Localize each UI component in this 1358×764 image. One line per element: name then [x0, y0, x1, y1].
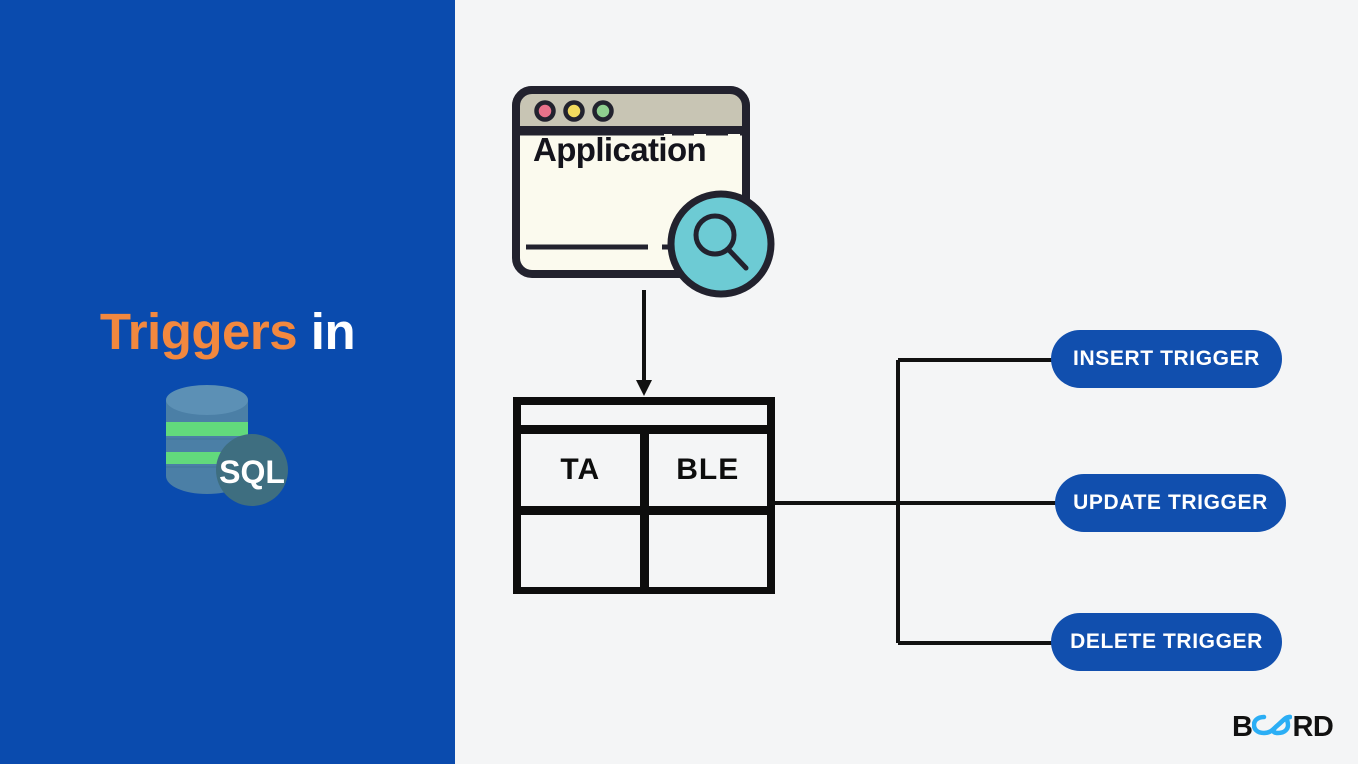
insert-trigger-pill[interactable]: INSERT TRIGGER: [1051, 330, 1282, 388]
database-table: TA BLE: [513, 397, 775, 594]
left-title-panel: Triggers in SQL: [0, 0, 455, 764]
page-title: Triggers in: [0, 300, 455, 364]
down-arrow: [624, 288, 664, 400]
board-logo-text-before: B: [1232, 710, 1253, 743]
application-window-title: Application: [533, 131, 707, 168]
table-cell-ta: TA: [521, 434, 640, 506]
delete-trigger-pill[interactable]: DELETE TRIGGER: [1051, 613, 1282, 671]
sql-database-icon: SQL: [158, 378, 293, 508]
page-title-plain: in: [297, 303, 356, 360]
table-cell-empty-1: [521, 515, 640, 587]
table-header-cell: [521, 405, 767, 425]
update-trigger-pill[interactable]: UPDATE TRIGGER: [1055, 474, 1286, 532]
infinity-icon: [1252, 710, 1293, 745]
close-dot: [534, 100, 556, 122]
maximize-dot: [592, 100, 614, 122]
page-title-accent: Triggers: [99, 303, 298, 360]
table-row: TA BLE: [521, 434, 767, 506]
sql-badge-label: SQL: [219, 454, 285, 490]
table-cell-empty-2: [648, 515, 767, 587]
table-cell-ble: BLE: [648, 434, 767, 506]
board-logo: B RD: [1232, 710, 1334, 745]
minimize-dot: [563, 100, 585, 122]
board-logo-text-after: RD: [1292, 710, 1334, 743]
table-row: [521, 515, 767, 587]
magnifier-icon: [666, 190, 780, 298]
trigger-connector-lines: [770, 350, 1070, 660]
